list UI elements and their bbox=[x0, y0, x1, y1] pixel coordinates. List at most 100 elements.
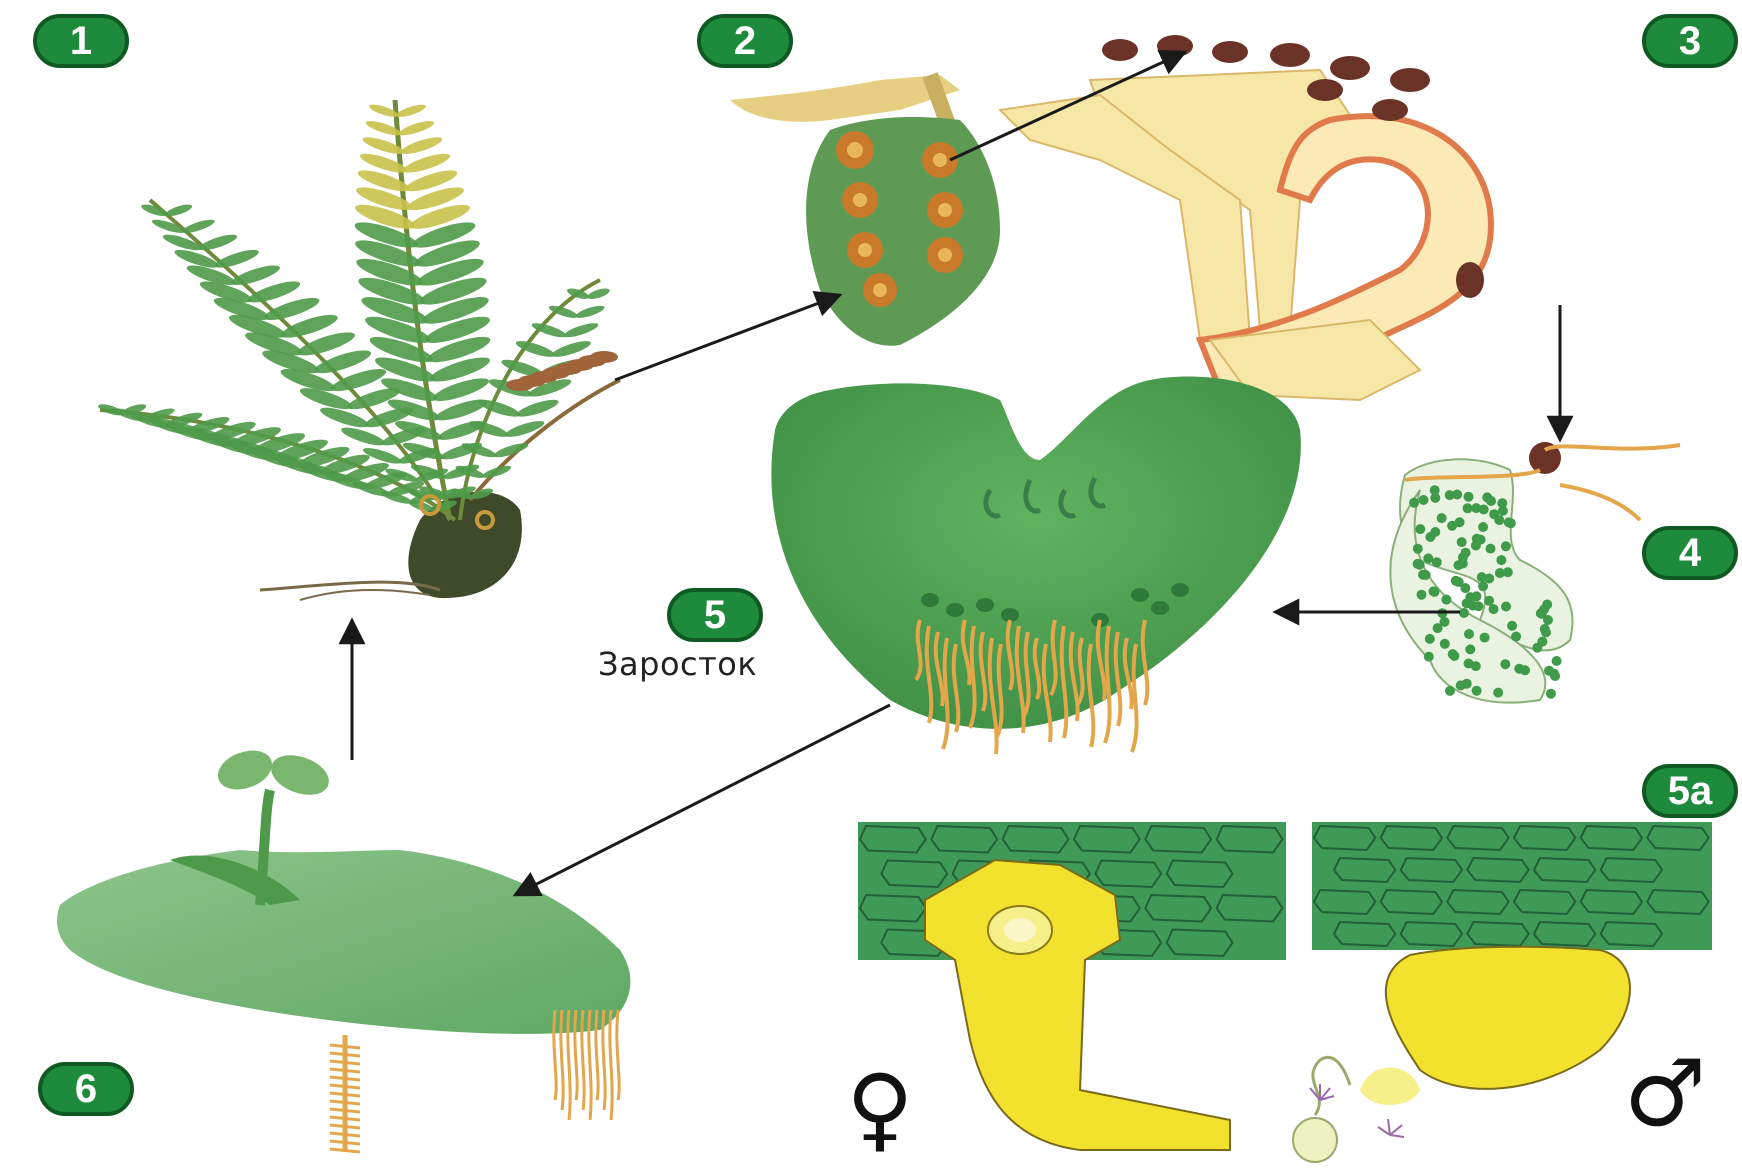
root-hair bbox=[330, 1045, 360, 1048]
fertile-pinna bbox=[590, 351, 618, 363]
chloroplast bbox=[1471, 541, 1481, 551]
chloroplast bbox=[1441, 595, 1451, 605]
chloroplast bbox=[1496, 555, 1506, 565]
chloroplast bbox=[1413, 544, 1423, 554]
stage-badge-2: 2 bbox=[697, 14, 793, 68]
chloroplast bbox=[1429, 586, 1439, 596]
root-hair bbox=[330, 1093, 360, 1096]
antheridium bbox=[1293, 947, 1630, 1162]
fern-sporophyte bbox=[97, 100, 620, 600]
chloroplast bbox=[1430, 527, 1440, 537]
chloroplast bbox=[1455, 517, 1465, 527]
prothallus-caption: Заросток bbox=[598, 645, 757, 683]
arrow-5-to-6 bbox=[515, 705, 890, 895]
leaf-segment-with-sori bbox=[730, 75, 1000, 346]
chloroplast bbox=[1514, 664, 1524, 674]
frond-leaflet bbox=[586, 286, 611, 301]
chloroplast bbox=[1546, 689, 1556, 699]
frond-leaflet bbox=[574, 303, 605, 320]
chloroplast bbox=[1430, 485, 1440, 495]
germinating-spore bbox=[1390, 442, 1680, 703]
root-hair bbox=[330, 1149, 360, 1152]
rhizoid bbox=[610, 1010, 612, 1120]
root-hair bbox=[330, 1141, 360, 1144]
chloroplast bbox=[1445, 686, 1455, 696]
chloroplast bbox=[1473, 601, 1483, 611]
young-sporophyte-on-prothallus bbox=[57, 744, 630, 1152]
chloroplast bbox=[1500, 659, 1510, 669]
male-symbol: ♂ bbox=[1624, 1040, 1706, 1147]
frond-leaflet bbox=[562, 320, 599, 340]
frond-leaflet bbox=[481, 463, 512, 480]
chloroplast bbox=[1413, 559, 1423, 569]
frond-leaflet bbox=[181, 217, 216, 235]
frond-leaflet bbox=[515, 396, 560, 420]
stage-badge-5: 5 bbox=[667, 588, 763, 642]
root-hair bbox=[330, 1085, 360, 1088]
frond-leaflet bbox=[395, 102, 427, 119]
root-hair bbox=[330, 1101, 360, 1104]
chloroplast bbox=[1464, 492, 1474, 502]
stage-badge-5a: 5а bbox=[1642, 764, 1738, 818]
frond-leaflet bbox=[340, 424, 387, 449]
chloroplast bbox=[1451, 576, 1461, 586]
root-hair bbox=[330, 1117, 360, 1120]
chloroplast bbox=[1459, 608, 1469, 618]
root-hair bbox=[330, 1077, 360, 1080]
chloroplast bbox=[1461, 548, 1471, 558]
chloroplast bbox=[1464, 629, 1474, 639]
chloroplast bbox=[1465, 592, 1475, 602]
chloroplast bbox=[1532, 643, 1542, 653]
chloroplast bbox=[1425, 634, 1435, 644]
chloroplast bbox=[1409, 498, 1419, 508]
chloroplast bbox=[1495, 568, 1505, 578]
chloroplast bbox=[1539, 604, 1549, 614]
chloroplast bbox=[1417, 590, 1427, 600]
chloroplast bbox=[1437, 513, 1447, 523]
chloroplast bbox=[1465, 644, 1475, 654]
stage-badge-1: 1 bbox=[33, 14, 129, 68]
archegonium-and-antheridium: ♀ ♂ bbox=[846, 822, 1712, 1162]
root-hair bbox=[330, 1125, 360, 1128]
chloroplast bbox=[1479, 505, 1489, 515]
chloroplast bbox=[1480, 633, 1490, 643]
chloroplast bbox=[1472, 686, 1482, 696]
chloroplast bbox=[1419, 495, 1429, 505]
chloroplast bbox=[1511, 632, 1521, 642]
root-hair bbox=[330, 1053, 360, 1056]
chloroplast bbox=[1494, 515, 1504, 525]
frond-leaflet bbox=[164, 202, 193, 218]
root-hair bbox=[330, 1069, 360, 1072]
frond-leaflet bbox=[504, 418, 546, 440]
chloroplast bbox=[1484, 574, 1494, 584]
female-symbol: ♀ bbox=[846, 1055, 913, 1162]
frond-leaflet bbox=[399, 134, 443, 157]
chloroplast bbox=[1486, 544, 1496, 554]
chloroplast bbox=[1449, 651, 1459, 661]
chloroplast bbox=[1424, 652, 1434, 662]
chloroplast bbox=[1501, 541, 1511, 551]
chloroplast bbox=[1421, 570, 1431, 580]
chloroplast bbox=[1432, 557, 1442, 567]
chloroplast bbox=[1423, 553, 1433, 563]
chloroplast bbox=[1440, 617, 1450, 627]
arrow-1-to-2 bbox=[615, 295, 840, 380]
stage-badge-4: 4 bbox=[1642, 526, 1738, 580]
chloroplast bbox=[1478, 581, 1488, 591]
stage-badge-6: 6 bbox=[38, 1062, 134, 1116]
chloroplast bbox=[1507, 621, 1517, 631]
chloroplast bbox=[1549, 669, 1559, 679]
root-hair bbox=[330, 1109, 360, 1112]
rhizoid bbox=[617, 1010, 619, 1100]
chloroplast bbox=[1440, 639, 1450, 649]
chloroplast bbox=[1460, 583, 1470, 593]
frond-leaflet bbox=[476, 396, 521, 420]
chloroplast bbox=[1543, 615, 1553, 625]
chloroplast bbox=[1463, 503, 1473, 513]
chloroplast bbox=[1457, 537, 1467, 547]
chloroplast bbox=[1493, 688, 1503, 698]
stage-badge-3: 3 bbox=[1642, 14, 1738, 68]
chloroplast bbox=[1478, 522, 1488, 532]
chloroplast bbox=[1415, 524, 1425, 534]
